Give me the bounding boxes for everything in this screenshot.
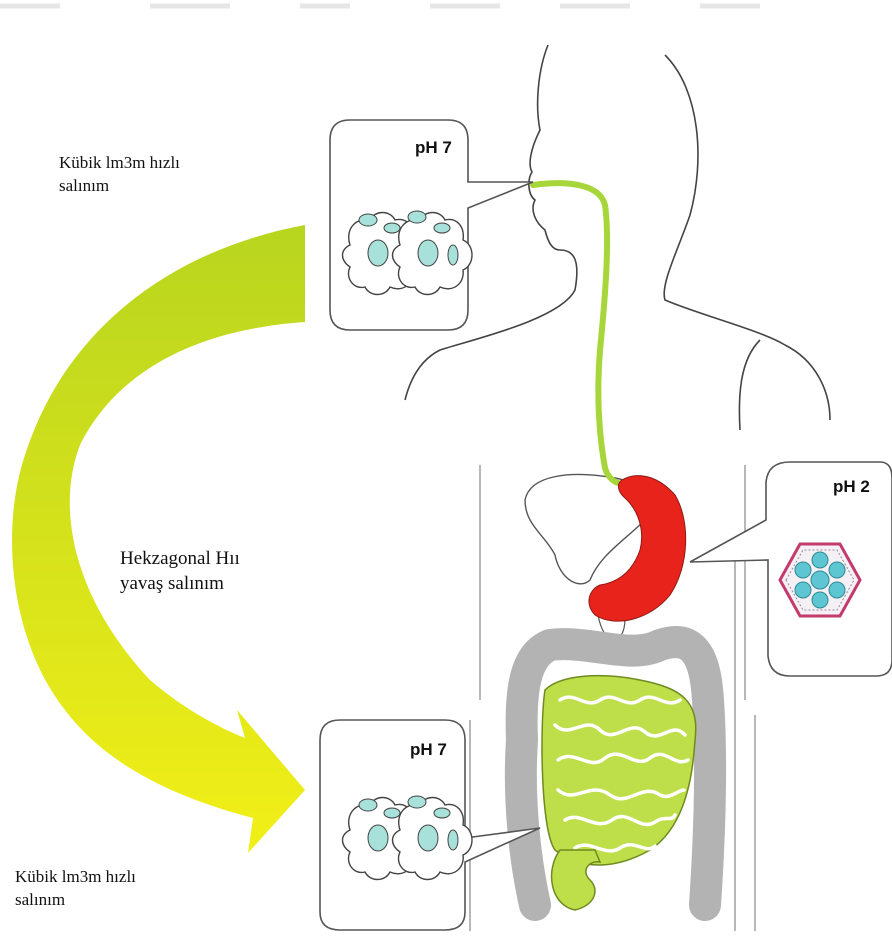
label-cubic-bottom-line2: salınım: [15, 889, 65, 910]
ph-label-stomach: pH 2: [833, 477, 870, 496]
cubic-phase-icon: [343, 796, 473, 880]
ph-label-mouth: pH 7: [415, 138, 452, 157]
label-cubic-top-line1: Kübik lm3m hızlı: [59, 152, 180, 173]
label-hexagonal-line2: yavaş salınım: [120, 572, 224, 596]
label-cubic-bottom-line1: Kübik lm3m hızlı: [15, 866, 136, 887]
label-hexagonal-line1: Hekzagonal Hıı: [120, 547, 240, 571]
release-arrow: [12, 225, 305, 853]
esophagus: [533, 183, 625, 484]
cubic-phase-icon: [343, 211, 473, 295]
label-cubic-top-line2: salınım: [59, 175, 109, 196]
small-intestine: [542, 676, 696, 910]
ph-label-intestine: pH 7: [410, 740, 447, 759]
